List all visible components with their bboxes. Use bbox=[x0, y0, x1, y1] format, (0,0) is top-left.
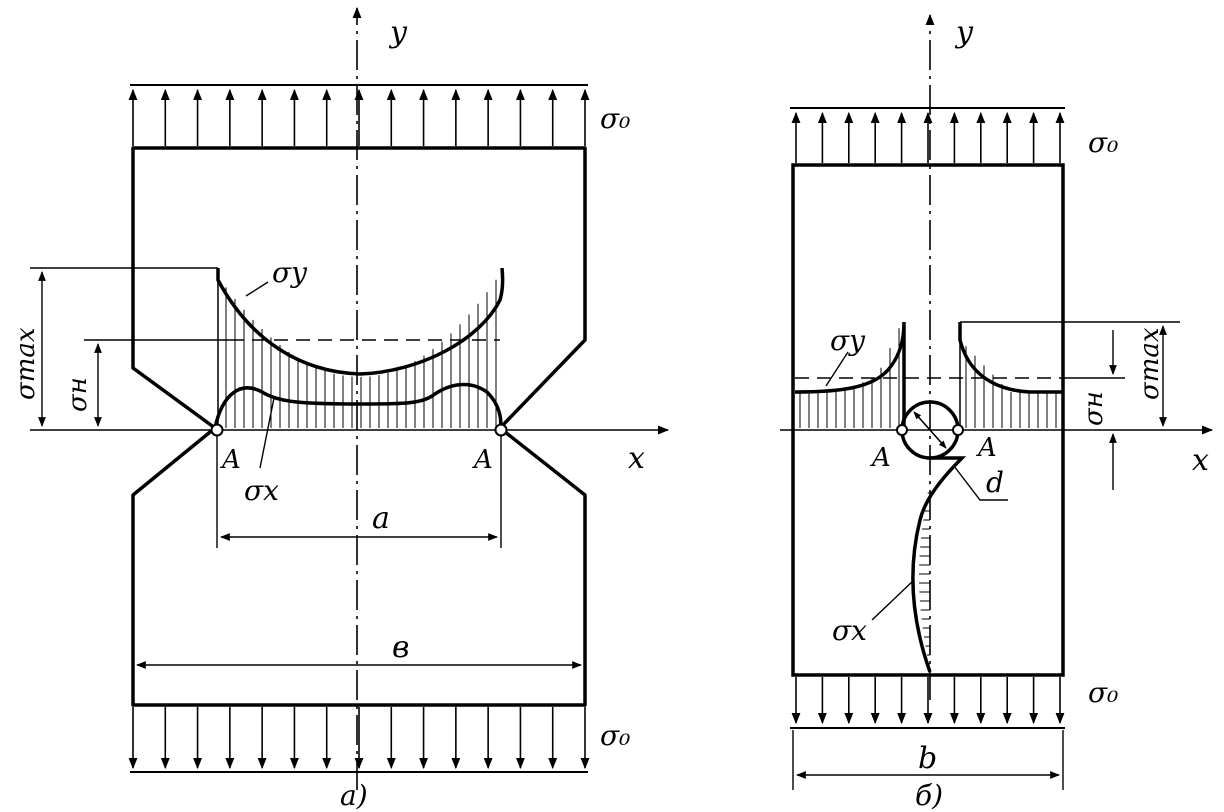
b-dim-d-label: d bbox=[986, 466, 1004, 499]
b-sigma-x-label: σx bbox=[832, 614, 867, 647]
sigma-x-curve bbox=[911, 456, 967, 673]
sigma-x-leader bbox=[871, 579, 915, 621]
sigma-x-hatching bbox=[919, 483, 930, 665]
bottom-load-arrows bbox=[128, 707, 590, 770]
point-a-left bbox=[210, 423, 224, 437]
top-load-arrows bbox=[128, 88, 590, 146]
plate-outline bbox=[791, 163, 1065, 677]
b-caption: б) bbox=[915, 779, 943, 812]
a-dim-a-label: a bbox=[372, 501, 390, 536]
a-sigma-y-label: σy bbox=[272, 256, 308, 289]
a-sigma-x-label: σx bbox=[244, 474, 279, 507]
d-leader bbox=[953, 465, 1008, 501]
a-y-axis-label: y bbox=[388, 15, 408, 50]
sigma-y-leader bbox=[245, 281, 269, 297]
a-bottom-load-label: σ₀ bbox=[600, 719, 630, 752]
point-a-left bbox=[896, 424, 908, 436]
a-top-load-label: σ₀ bbox=[600, 102, 630, 135]
figure-b-hole-plate: y x σ₀ σ₀ σy σx A A d b σmax σн б) bbox=[780, 13, 1214, 812]
sigma-x-leader bbox=[259, 397, 275, 469]
b-sigma-max-label: σmax bbox=[1135, 327, 1165, 400]
sigma-x-curve bbox=[213, 382, 503, 429]
sigma-y-curve-left bbox=[794, 321, 906, 430]
b-point-a-left-label: A bbox=[870, 443, 891, 473]
sigma-y-curve-right bbox=[958, 322, 1063, 394]
b-dim-b-label: b bbox=[918, 741, 937, 776]
b-x-axis-label: x bbox=[1192, 443, 1209, 478]
figure-a-double-notch-plate: y x σ₀ σ₀ σy σx A A a в σmax σн а) bbox=[11, 6, 670, 812]
a-dim-b-label: в bbox=[392, 630, 409, 665]
a-point-a-right-label: A bbox=[472, 445, 493, 475]
sigma-y-hatching bbox=[225, 279, 497, 428]
point-a-right bbox=[952, 424, 964, 436]
top-load-arrows bbox=[791, 111, 1065, 163]
a-sigma-max-label: σmax bbox=[11, 327, 41, 400]
b-bottom-load-label: σ₀ bbox=[1088, 676, 1118, 709]
b-top-load-label: σ₀ bbox=[1088, 126, 1118, 159]
sigma-y-curve bbox=[216, 267, 505, 376]
b-sigma-y-label: σy bbox=[830, 324, 866, 357]
sigma-y-hatching bbox=[799, 328, 1057, 428]
b-point-a-right-label: A bbox=[976, 433, 997, 463]
a-sigma-n-label: σн bbox=[63, 377, 93, 412]
a-point-a-left-label: A bbox=[220, 445, 241, 475]
hole-diameter-line bbox=[913, 411, 947, 449]
plate-outline bbox=[131, 146, 587, 707]
b-sigma-n-label: σн bbox=[1079, 391, 1109, 426]
point-a-right bbox=[494, 423, 508, 437]
bottom-load-arrows bbox=[791, 677, 1065, 725]
a-x-axis-label: x bbox=[628, 441, 645, 476]
b-y-axis-label: y bbox=[954, 15, 974, 50]
a-caption: а) bbox=[340, 779, 368, 812]
sigma-y-leader bbox=[825, 351, 849, 387]
